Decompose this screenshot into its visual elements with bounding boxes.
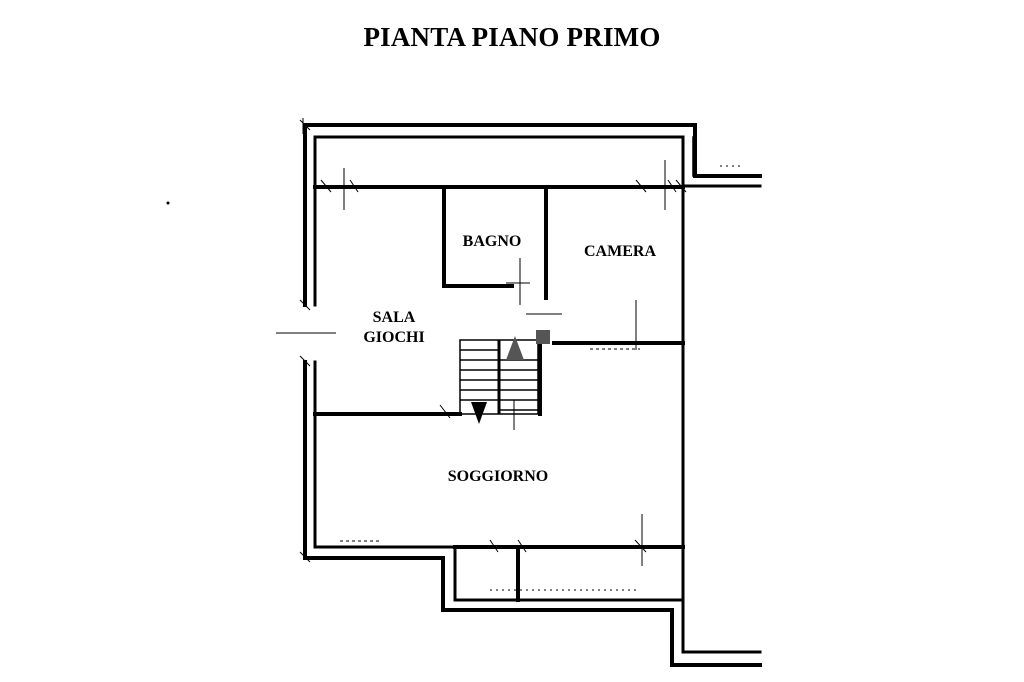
- room-label-soggiorno: SOGGIORNO: [448, 468, 548, 485]
- stair-arrow-down: [471, 402, 487, 424]
- dimension-ticks: [276, 118, 740, 591]
- stray-marks: [166, 201, 170, 205]
- room-label-camera: CAMERA: [584, 243, 656, 260]
- stair-landing-mark: [536, 330, 550, 344]
- room-label-bagno: BAGNO: [463, 233, 522, 250]
- interior-walls: [313, 185, 685, 602]
- outer-wall: [303, 123, 762, 307]
- inner-wall-left-lower: [313, 184, 685, 602]
- page-title: PIANTA PIANO PRIMO: [363, 22, 661, 52]
- room-labels: BAGNO CAMERA SALA GIOCHI SOGGIORNO: [363, 233, 656, 485]
- inner-wall: [313, 135, 762, 307]
- stair-arrow-up: [506, 336, 524, 360]
- exterior-walls: [303, 123, 762, 667]
- outer-wall-left-lower: [303, 360, 762, 667]
- inner-wall-right-ext: [681, 598, 762, 654]
- room-label-sala: SALA: [373, 309, 416, 326]
- stairs: [459, 330, 550, 424]
- room-label-giochi: GIOCHI: [363, 329, 424, 346]
